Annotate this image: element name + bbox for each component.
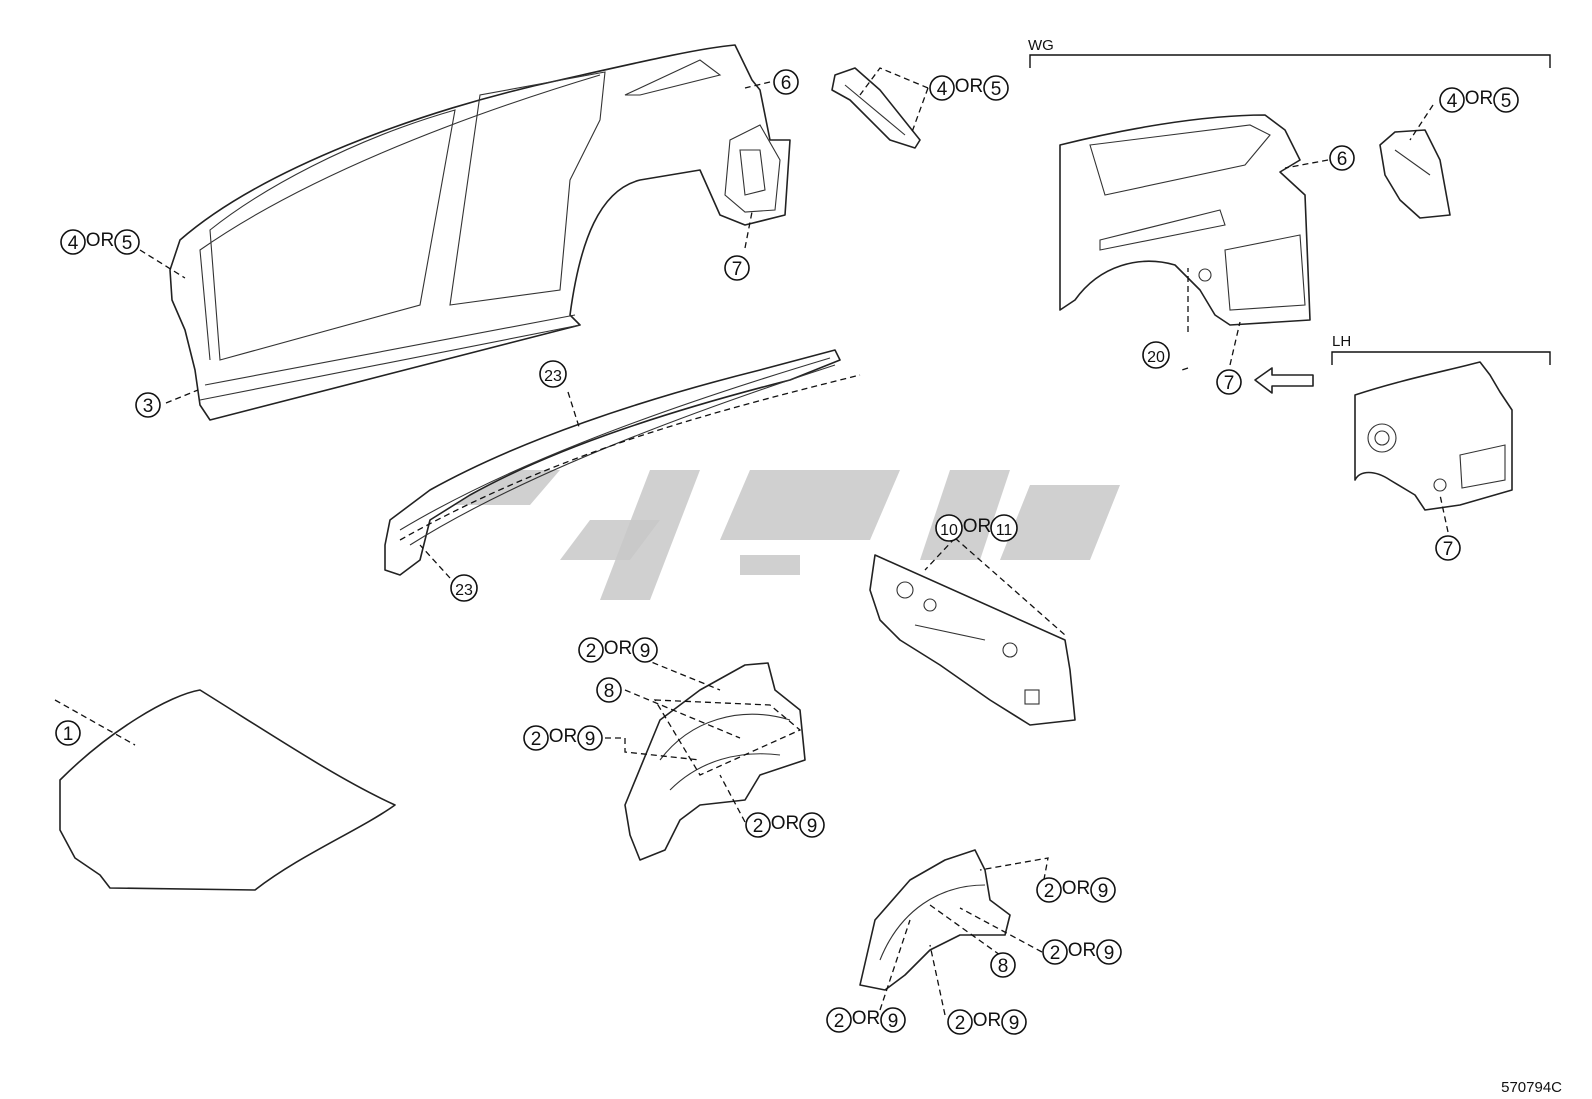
callout-number: 7 bbox=[1224, 373, 1235, 394]
callout-1: 1 bbox=[55, 720, 81, 746]
watermark-logo bbox=[440, 470, 1120, 600]
or-text: OR bbox=[771, 813, 800, 834]
callout-23-top: 23 bbox=[539, 360, 567, 388]
callout-7-lh: 7 bbox=[1435, 535, 1461, 561]
callout-number: 6 bbox=[1337, 149, 1348, 170]
callout-number: 3 bbox=[143, 396, 154, 417]
or-text: OR bbox=[973, 1010, 1002, 1031]
callout-number: 8 bbox=[998, 956, 1009, 977]
callout-2-or-9-c: 2 OR 9 bbox=[745, 812, 825, 838]
callout-number: 2 bbox=[1050, 943, 1061, 964]
callout-number: 5 bbox=[1501, 91, 1512, 112]
callout-8-rear: 8 bbox=[990, 952, 1016, 978]
callout-2-or-9-b: 2 OR 9 bbox=[523, 725, 603, 751]
callout-6-top: 6 bbox=[773, 69, 799, 95]
leader-lines bbox=[54, 67, 1449, 1016]
or-text: OR bbox=[1465, 88, 1494, 109]
callout-number: 2 bbox=[834, 1011, 845, 1032]
or-text: OR bbox=[1062, 878, 1091, 899]
callout-number: 4 bbox=[937, 79, 948, 100]
figure-id: 570794C bbox=[1501, 1079, 1562, 1096]
callout-number: 9 bbox=[807, 816, 818, 837]
or-text: OR bbox=[86, 230, 115, 251]
callout-number: 7 bbox=[732, 259, 743, 280]
rear-wheel-house bbox=[859, 849, 1011, 991]
callout-number: 10 bbox=[940, 522, 958, 539]
front-wheel-house bbox=[624, 662, 806, 861]
callout-10-or-11: 10 OR 11 bbox=[935, 514, 1018, 542]
callout-number: 7 bbox=[1443, 539, 1454, 560]
arrow-left-icon bbox=[1254, 367, 1314, 394]
callout-number: 9 bbox=[585, 729, 596, 750]
roof-side-rail bbox=[384, 349, 841, 576]
callout-number: 9 bbox=[1098, 881, 1109, 902]
callout-3: 3 bbox=[135, 392, 161, 418]
callout-number: 6 bbox=[781, 73, 792, 94]
callout-number: 2 bbox=[586, 641, 597, 662]
callout-number: 8 bbox=[604, 681, 615, 702]
hood-panel bbox=[59, 689, 396, 891]
callout-7-top: 7 bbox=[724, 255, 750, 281]
callout-8-front: 8 bbox=[596, 677, 622, 703]
callout-23-bottom: 23 bbox=[450, 574, 478, 602]
wg-quarter-extension-bracket bbox=[1379, 129, 1451, 219]
callout-4-or-5-left: 4 OR 5 bbox=[60, 229, 140, 255]
callout-number: 5 bbox=[991, 79, 1002, 100]
callout-20: 20 bbox=[1142, 341, 1170, 369]
callout-2-or-9-g: 2 OR 9 bbox=[947, 1009, 1027, 1035]
callout-7-wg: 7 bbox=[1216, 369, 1242, 395]
callout-number: 9 bbox=[1009, 1013, 1020, 1034]
or-text: OR bbox=[604, 638, 633, 659]
callout-number: 9 bbox=[640, 641, 651, 662]
wg-rear-quarter-panel bbox=[1059, 114, 1311, 326]
or-text: OR bbox=[852, 1008, 881, 1029]
callout-number: 5 bbox=[122, 233, 133, 254]
callout-number: 2 bbox=[955, 1013, 966, 1034]
callout-2-or-9-a: 2 OR 9 bbox=[578, 637, 658, 663]
callout-number: 9 bbox=[1104, 943, 1115, 964]
callout-2-or-9-e: 2 OR 9 bbox=[1042, 939, 1122, 965]
lh-quarter-detail bbox=[1354, 361, 1513, 511]
dash-panel bbox=[869, 554, 1076, 726]
callout-4-or-5-top: 4 OR 5 bbox=[929, 75, 1009, 101]
or-text: OR bbox=[549, 726, 578, 747]
wg-group-bracket: WG bbox=[1028, 37, 1551, 68]
or-text: OR bbox=[963, 516, 992, 537]
lh-group-bracket: LH bbox=[1331, 333, 1551, 365]
callout-number: 20 bbox=[1147, 349, 1165, 366]
callout-number: 2 bbox=[753, 816, 764, 837]
callout-number: 9 bbox=[888, 1011, 899, 1032]
callout-number: 2 bbox=[1044, 881, 1055, 902]
or-text: OR bbox=[1068, 940, 1097, 961]
or-text: OR bbox=[955, 76, 984, 97]
callout-6-wg: 6 bbox=[1329, 145, 1355, 171]
callout-number: 1 bbox=[63, 724, 74, 745]
callout-2-or-9-d: 2 OR 9 bbox=[1036, 877, 1116, 903]
callout-4-or-5-wg: 4 OR 5 bbox=[1439, 87, 1519, 113]
quarter-extension-bracket bbox=[831, 67, 921, 149]
callout-number: 11 bbox=[996, 522, 1013, 539]
wg-label: WG bbox=[1028, 37, 1054, 54]
callout-number: 23 bbox=[455, 582, 473, 599]
body-side-outer-panel bbox=[169, 44, 791, 421]
callout-number: 23 bbox=[544, 368, 562, 385]
lh-label: LH bbox=[1332, 333, 1351, 350]
callout-number: 4 bbox=[1447, 91, 1458, 112]
callout-2-or-9-f: 2 OR 9 bbox=[826, 1007, 906, 1033]
callout-number: 4 bbox=[68, 233, 79, 254]
callout-number: 2 bbox=[531, 729, 542, 750]
